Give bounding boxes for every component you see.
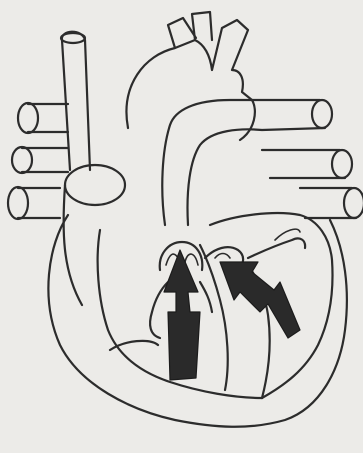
heart-diagram (0, 0, 363, 453)
heart-diagram-figure (0, 0, 363, 453)
